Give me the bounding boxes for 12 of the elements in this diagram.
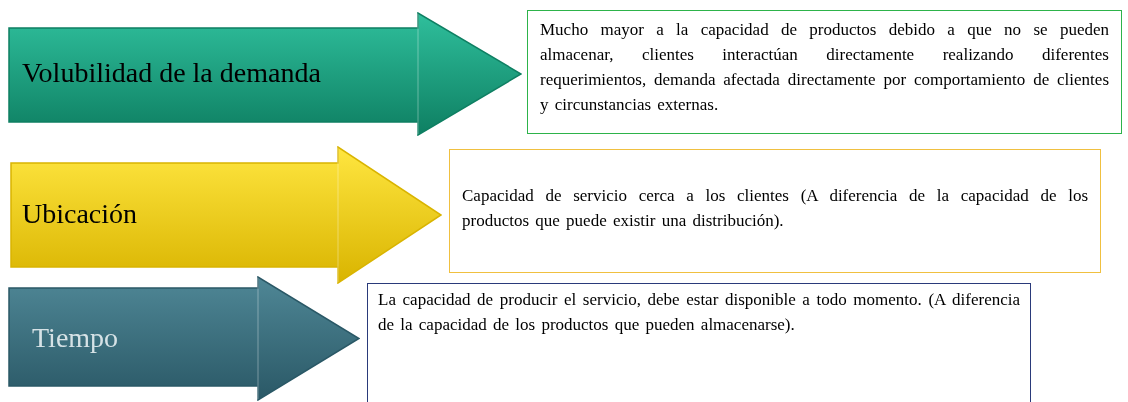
arrow-shape <box>8 12 522 136</box>
text-box <box>449 149 1101 273</box>
description-text: Capacidad de servicio cerca a los clientes (A diferencia de la capacidad de los productos que puede existir una distribución). <box>462 185 1088 232</box>
arrow-shape <box>10 146 442 284</box>
arrow-label: Volubilidad de la demanda <box>22 57 321 89</box>
text-box <box>367 283 1031 402</box>
arrow-label: Tiempo <box>32 321 119 354</box>
arrow-label: Ubicación <box>22 198 138 230</box>
arrow-shape <box>8 276 360 401</box>
description-text: Mucho mayor a la capacidad de productos debido a que no se pueden almacenar, clientes interactúan directamente realizando diferentes requerimientos, demanda afectada directamente por comportamiento de clientes y circunstancias externas. <box>540 19 1109 116</box>
text-box <box>527 10 1122 134</box>
description-text: La capacidad de producir el servicio, debe estar disponible a todo momento. (A diferencia de la capacidad de los productos que pueden almacenarse). <box>378 289 1020 336</box>
